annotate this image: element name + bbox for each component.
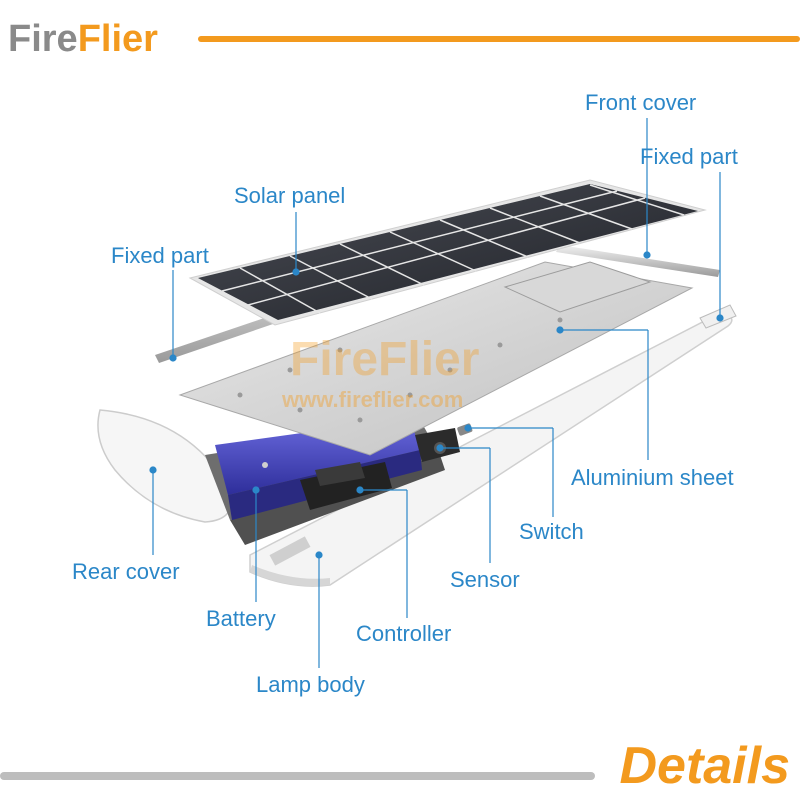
watermark-url: www.fireflier.com bbox=[281, 387, 463, 412]
label-solar-panel: Solar panel bbox=[234, 183, 346, 208]
controller-unit bbox=[300, 462, 392, 510]
label-fixed-part-right: Fixed part bbox=[640, 144, 738, 169]
label-fixed-part-left: Fixed part bbox=[111, 243, 209, 268]
watermark-brand: FireFlier bbox=[290, 333, 479, 386]
label-controller: Controller bbox=[356, 621, 452, 646]
label-switch: Switch bbox=[519, 519, 584, 544]
header-divider bbox=[198, 36, 800, 42]
brand-logo: Fire Flier bbox=[8, 14, 158, 64]
label-lamp-body: Lamp body bbox=[256, 672, 365, 697]
fixed-part-right-rod bbox=[556, 245, 720, 277]
aluminium-sheet bbox=[178, 261, 694, 456]
label-battery: Battery bbox=[206, 606, 276, 631]
label-aluminium-sheet: Aluminium sheet bbox=[571, 465, 734, 490]
brand-name-part2: Flier bbox=[77, 17, 158, 60]
label-sensor: Sensor bbox=[450, 567, 520, 592]
rear-cover bbox=[97, 409, 233, 523]
lamp-body bbox=[249, 311, 733, 587]
solar-panel bbox=[188, 179, 707, 326]
details-title: Details bbox=[619, 737, 790, 795]
brand-name-part1: Fire bbox=[8, 17, 78, 60]
label-rear-cover: Rear cover bbox=[72, 559, 180, 584]
label-front-cover: Front cover bbox=[585, 90, 697, 115]
footer-divider bbox=[0, 772, 595, 780]
